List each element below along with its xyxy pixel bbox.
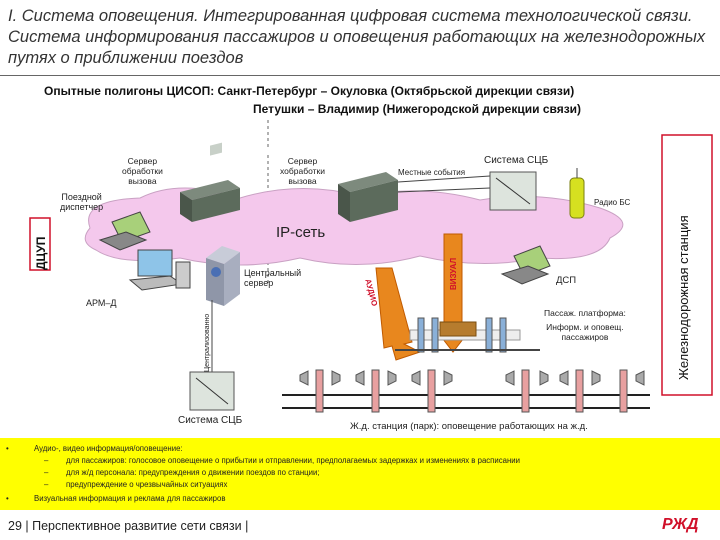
video-label: ВИЗУАЛ [449, 257, 458, 290]
dispatcher-laptop-icon [98, 211, 151, 251]
yard-label: Ж.д. станция (парк): оповещение работающ… [350, 421, 588, 432]
bullet-dot-2: • [6, 494, 9, 503]
audio-arrow [375, 267, 422, 361]
bullet-1: Аудио-, видео информация/оповещение: [34, 444, 183, 453]
dash-1: – [44, 456, 49, 465]
sub-bullet-2: для ж/д персонала: предупреждения о движ… [66, 468, 320, 477]
dash-2: – [44, 468, 49, 477]
sub-bullet-1: для пассажиров: голосовое оповещение о п… [66, 456, 521, 465]
dcup-label: ДЦУП [34, 236, 48, 270]
arm-d-label: АРМ–Д [86, 298, 117, 308]
subtitle-line1: Опытные полигоны ЦИСОП: Санкт-Петербург … [44, 84, 575, 98]
info-box: • Аудио-, видео информация/оповещение: –… [0, 438, 720, 510]
server-2-icon [338, 172, 398, 222]
subtitle-line2: Петушки – Владимир (Нижегородской дирекц… [253, 102, 582, 116]
bullet-2: Визуальная информация и реклама для пасс… [34, 494, 226, 503]
central-server-icon [206, 246, 240, 306]
yard-speakers [299, 370, 645, 386]
footer: 29 | Перспективное развитие сети связи |… [0, 512, 720, 540]
dash-3: – [44, 480, 49, 489]
station-frame [661, 134, 713, 396]
local-events-label: Местные события [398, 168, 466, 177]
server-1-icon [180, 142, 240, 222]
yard-posts [315, 369, 628, 413]
link-local-events [397, 175, 491, 183]
radio-bs-icon [569, 177, 585, 219]
dsp-laptop-icon [500, 245, 551, 285]
arm-d-icon [128, 249, 191, 291]
scb-top-label: Система СЦБ [484, 155, 549, 166]
dsp-label: ДСП [556, 275, 577, 286]
rzd-logo: РЖД [662, 516, 699, 533]
station-label: Железнодорожная станция [676, 215, 691, 380]
dcup-frame [29, 217, 51, 271]
footer-text: 29 | Перспективное развитие сети связи | [8, 519, 249, 533]
platform-label: Пассаж. платформа:Информ. и оповещ.пасса… [544, 308, 626, 342]
platform-display [439, 321, 477, 337]
centralized-label: Централизованно [204, 313, 211, 372]
yard-tracks [282, 394, 650, 409]
sub-bullet-3: предупреждение о чрезвычайных ситуациях [66, 480, 228, 489]
bullet-dot-1: • [6, 444, 9, 453]
title-divider [0, 75, 720, 76]
page-title: I. Система оповещения. Интегрированная ц… [8, 7, 706, 67]
ip-net-label: IP-сеть [276, 224, 326, 241]
scb-bottom-label: Система СЦБ [178, 415, 243, 426]
radio-bs-label: Радио БС [594, 198, 631, 207]
